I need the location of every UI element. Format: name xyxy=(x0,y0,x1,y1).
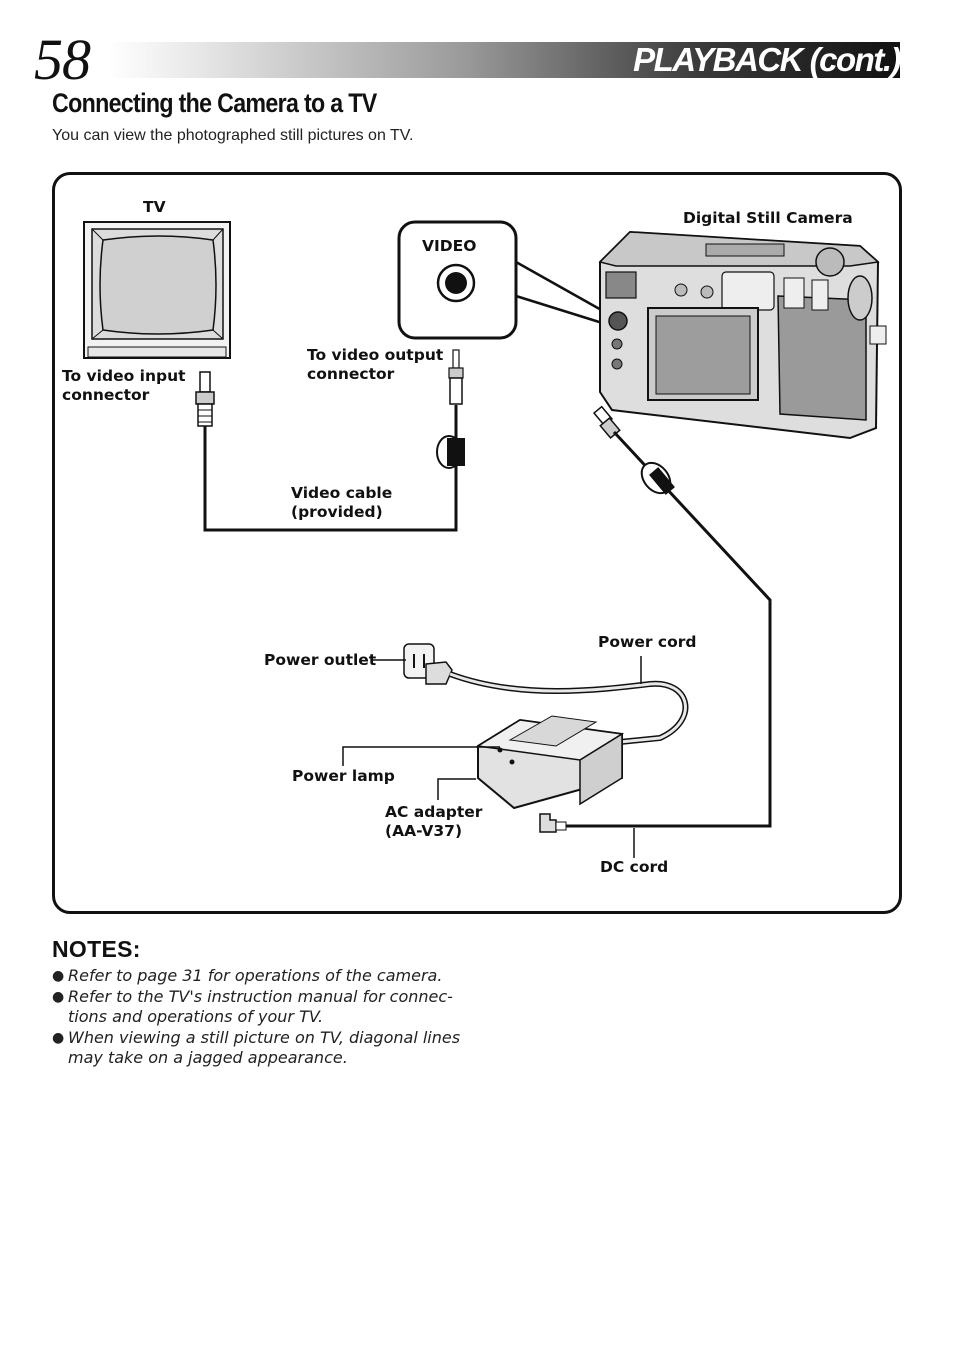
to-video-output-label: To video output connector xyxy=(307,346,444,383)
tv-illustration xyxy=(83,221,231,359)
notes-heading: NOTES: xyxy=(52,936,141,962)
to-video-input-label: To video input connector xyxy=(62,367,186,404)
power-lamp-leader xyxy=(342,746,500,766)
bullet-icon: ● xyxy=(52,968,65,984)
note-item: ●When viewing a still picture on TV, dia… xyxy=(52,1028,482,1069)
ac-adapter-illustration xyxy=(475,715,625,810)
tv-label: TV xyxy=(143,198,166,216)
ac-adapter-label: AC adapter (AA-V37) xyxy=(385,803,483,840)
power-lamp-label: Power lamp xyxy=(292,767,395,785)
bullet-icon: ● xyxy=(52,988,65,1005)
video-jack-label: VIDEO xyxy=(422,237,477,255)
video-cable-illustration xyxy=(195,349,465,532)
intro-text: You can view the photographed still pict… xyxy=(52,127,414,144)
dc-cord-label: DC cord xyxy=(600,858,669,876)
digital-still-camera-label: Digital Still Camera xyxy=(683,209,853,227)
note-item: ●Refer to page 31 for operations of the … xyxy=(52,966,482,987)
page-number: 58 xyxy=(34,27,91,92)
note-text: Refer to page 31 for operations of the c… xyxy=(68,966,443,985)
power-cord-label: Power cord xyxy=(598,633,697,651)
dc-cord-illustration xyxy=(539,405,772,833)
notes-list: ●Refer to page 31 for operations of the … xyxy=(52,966,482,1069)
power-outlet-label: Power outlet xyxy=(264,651,377,669)
video-cable-label: Video cable (provided) xyxy=(291,484,393,521)
header-bar xyxy=(108,42,900,78)
camera-illustration xyxy=(598,230,887,440)
section-title: Connecting the Camera to a TV xyxy=(52,88,377,118)
page-header-title: PLAYBACK (cont.) xyxy=(633,41,901,78)
note-text: Refer to the TV's instruction manual for… xyxy=(68,986,453,1027)
note-item: ●Refer to the TV's instruction manual fo… xyxy=(52,987,482,1028)
diagram-frame xyxy=(52,172,902,914)
bullet-icon: ● xyxy=(52,1029,65,1046)
power-outlet-illustration xyxy=(403,643,689,745)
note-text: When viewing a still picture on TV, diag… xyxy=(68,1027,461,1068)
ac-adapter-leader xyxy=(437,778,476,800)
video-jack-callout xyxy=(397,220,613,340)
